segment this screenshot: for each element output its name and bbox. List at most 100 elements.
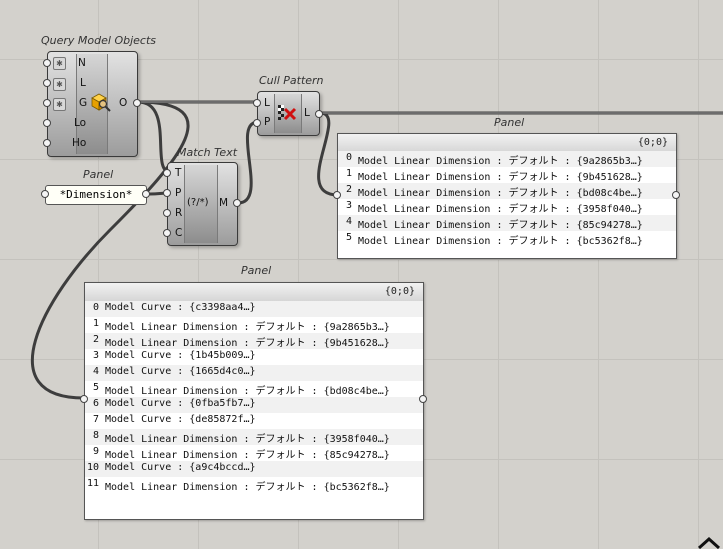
row-text: Model Curve : {0fba5fb7…} (105, 398, 256, 409)
input-grip[interactable] (333, 191, 341, 199)
row-index: 6 (92, 398, 99, 409)
row-text: Model Curve : {a9c4bccd…} (105, 462, 256, 473)
row-text: Model Linear Dimension : デフォルト : {bc5362… (105, 482, 390, 493)
dimension-text-panel[interactable]: *Dimension* (45, 185, 147, 205)
row-text: Model Linear Dimension : デフォルト : {3958f0… (358, 204, 643, 215)
panel-row: 0 Model Linear Dimension : デフォルト : {9a286… (338, 151, 676, 167)
row-index: 5 (345, 232, 352, 243)
input-grip[interactable] (163, 209, 171, 217)
input-Ho[interactable]: Ho (72, 137, 87, 149)
wire-query-to-bottom-panel (30, 100, 190, 400)
input-grip[interactable] (163, 169, 171, 177)
star-flag-icon[interactable]: ✱ (53, 98, 66, 111)
input-grip[interactable] (43, 139, 51, 147)
input-grip[interactable] (253, 119, 261, 127)
input-Lo[interactable]: Lo (74, 117, 87, 129)
panel-path: {0;0} (384, 286, 415, 297)
input-grip[interactable] (163, 229, 171, 237)
wire-match-to-cull (236, 120, 260, 205)
match-text-symbol: (?/*) (187, 197, 209, 208)
row-index: 4 (92, 366, 99, 377)
input-P[interactable]: P (264, 116, 271, 128)
panel-row: 4 Model Linear Dimension : デフォルト : {85c94… (338, 215, 676, 231)
input-grip[interactable] (163, 189, 171, 197)
output-grip[interactable] (672, 191, 680, 199)
bottom-panel-title: Panel (241, 264, 272, 277)
row-index: 5 (92, 382, 99, 393)
row-text: Model Linear Dimension : デフォルト : {9a2865… (358, 156, 643, 167)
row-text: Model Linear Dimension : デフォルト : {3958f0… (105, 434, 390, 445)
top-panel-title: Panel (494, 116, 525, 129)
input-C[interactable]: C (175, 227, 183, 239)
output-grip[interactable] (133, 99, 141, 107)
input-P[interactable]: P (175, 187, 182, 199)
input-grip[interactable] (41, 190, 49, 198)
row-text: Model Curve : {1b45b009…} (105, 350, 256, 361)
input-grip[interactable] (80, 395, 88, 403)
output-grip[interactable] (233, 199, 241, 207)
output-grip[interactable] (315, 110, 323, 118)
panel-path: {0;0} (637, 137, 668, 148)
output-L[interactable]: L (304, 107, 310, 119)
panel-row: 7 Model Curve : {de85872f…} (85, 413, 423, 429)
row-index: 0 (345, 152, 352, 163)
output-O[interactable]: O (119, 97, 128, 109)
star-flag-icon[interactable]: ✱ (53, 57, 66, 70)
output-grip[interactable] (419, 395, 427, 403)
input-grip[interactable] (43, 79, 51, 87)
row-index: 1 (92, 318, 99, 329)
row-text: Model Linear Dimension : デフォルト : {bd08c4… (358, 188, 643, 199)
query-model-objects-title: Query Model Objects (41, 34, 157, 47)
dimension-panel-title: Panel (83, 168, 114, 181)
input-grip[interactable] (253, 99, 261, 107)
row-text: Model Linear Dimension : デフォルト : {85c942… (358, 220, 643, 231)
dimension-text-value: *Dimension* (59, 188, 133, 201)
cull-pattern-component[interactable]: L P L (257, 91, 320, 136)
cube-magnifier-icon (91, 93, 111, 112)
input-R[interactable]: R (175, 207, 183, 219)
input-G[interactable]: G (79, 97, 88, 109)
row-index: 0 (92, 302, 99, 313)
star-flag-icon[interactable]: ✱ (53, 78, 66, 91)
panel-row: 10 Model Curve : {a9c4bccd…} (85, 461, 423, 477)
input-L[interactable]: L (80, 77, 86, 89)
output-grip[interactable] (142, 190, 150, 198)
row-text: Model Linear Dimension : デフォルト : {bc5362… (358, 236, 643, 247)
cull-pattern-title: Cull Pattern (259, 74, 324, 87)
panel-rows: 0 Model Linear Dimension : デフォルト : {9a286… (338, 151, 676, 247)
input-L[interactable]: L (264, 97, 270, 109)
row-index: 8 (92, 430, 99, 441)
match-text-component[interactable]: T P R C (?/*) M (167, 162, 238, 246)
corner-arrow-icon (697, 536, 721, 549)
row-index: 2 (92, 334, 99, 345)
row-index: 2 (345, 184, 352, 195)
input-grip[interactable] (43, 119, 51, 127)
row-index: 3 (92, 350, 99, 361)
row-text: Model Linear Dimension : デフォルト : {bd08c4… (105, 386, 390, 397)
panel-row: 2 Model Linear Dimension : デフォルト : {bd08c… (338, 183, 676, 199)
row-index: 11 (86, 478, 99, 489)
input-grip[interactable] (43, 59, 51, 67)
wire-cull-to-top-panel (317, 111, 340, 197)
panel-row: 8 Model Linear Dimension : デフォルト : {3958f… (85, 429, 423, 445)
row-text: Model Curve : {de85872f…} (105, 414, 256, 425)
row-index: 4 (345, 216, 352, 227)
row-index: 10 (86, 462, 99, 473)
input-N[interactable]: N (78, 57, 86, 69)
row-index: 7 (92, 414, 99, 425)
query-model-objects-component[interactable]: ✱ ✱ ✱ N L G Lo Ho O (47, 51, 138, 157)
input-T[interactable]: T (175, 167, 182, 179)
row-index: 1 (345, 168, 352, 179)
input-grip[interactable] (43, 99, 51, 107)
panel-row: 5 Model Linear Dimension : デフォルト : {bc536… (338, 231, 676, 247)
output-M[interactable]: M (219, 197, 229, 209)
